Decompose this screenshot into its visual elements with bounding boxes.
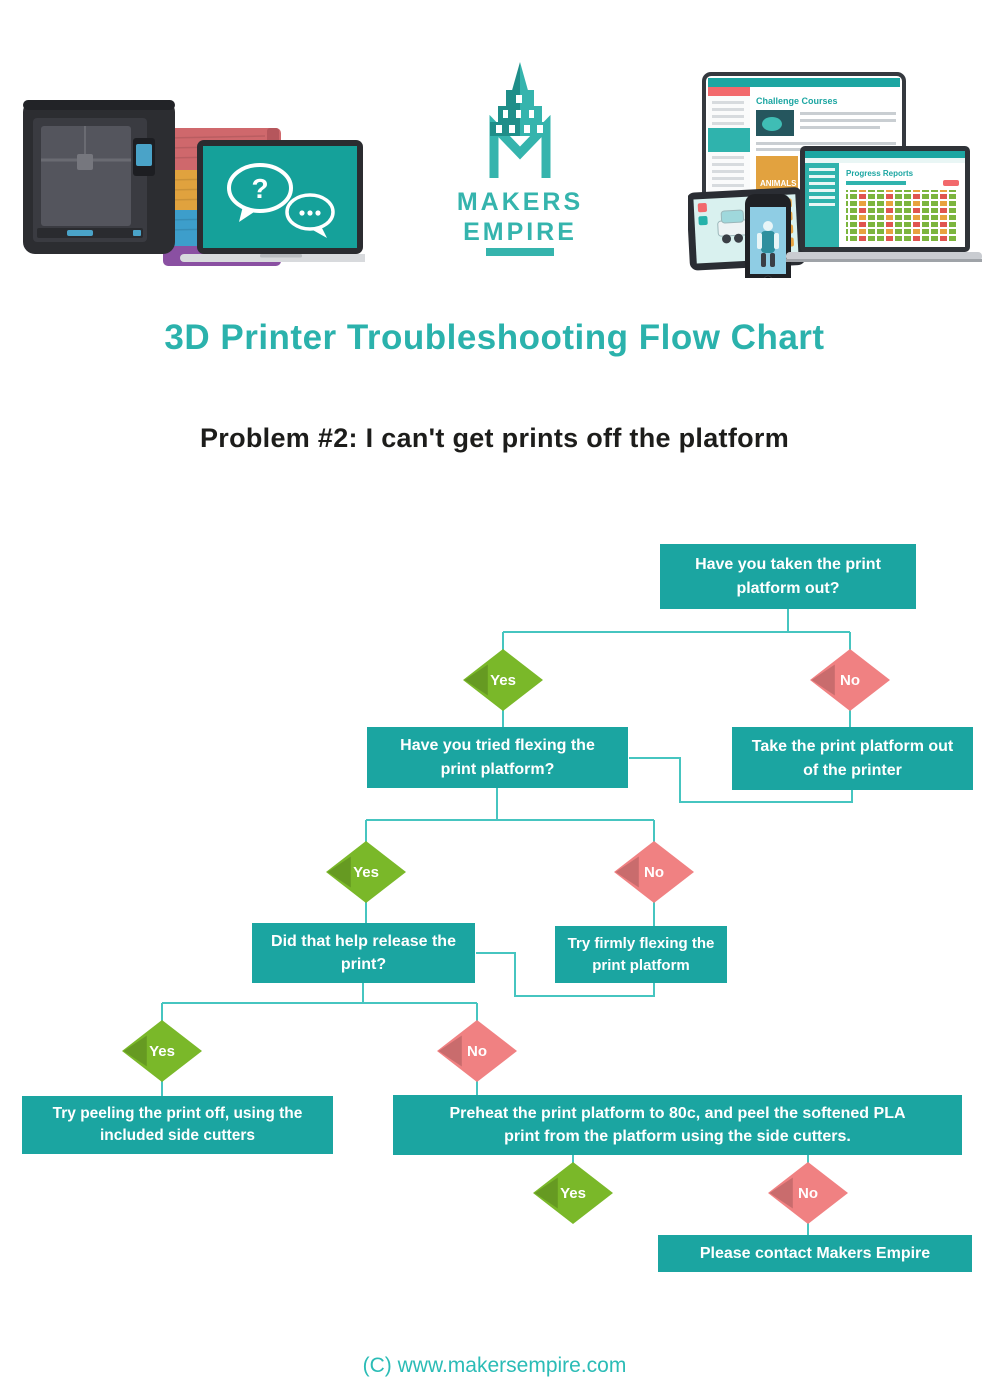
copyright-footer: (C) www.makersempire.com (362, 1354, 627, 1377)
laptop-page-heading: Progress Reports (846, 169, 914, 178)
logo-building-icon (489, 62, 551, 178)
decision-label: No (644, 863, 664, 881)
decision-label: No (798, 1184, 818, 1202)
printer-laptop-illustration: ? (23, 100, 365, 266)
decision-label: No (467, 1042, 487, 1060)
flow-box-contact-makers-empire: Please contact Makers Empire (658, 1235, 972, 1272)
page-subtitle: Problem #2: I can't get prints off the p… (199, 423, 790, 453)
printer-illustration (23, 100, 175, 254)
logo-underline-bar (486, 248, 554, 256)
page-title: 3D Printer Troubleshooting Flow Chart (164, 318, 825, 357)
flow-box-platform-out-question: Have you taken the print platform out? (660, 544, 916, 609)
report-laptop-illustration: Progress Reports (786, 146, 982, 262)
flow-box-peel-with-side-cutters: Try peeling the print off, using the inc… (22, 1096, 333, 1154)
question-mark-icon: ? (251, 173, 268, 204)
flow-box-did-that-help-question: Did that help release the print? (252, 923, 475, 983)
phone-illustration (745, 194, 791, 278)
flow-box-tried-flexing-question: Have you tried flexing the print platfor… (367, 727, 628, 788)
logo-wordmark-line2: EMPIRE (463, 218, 577, 246)
makers-empire-logo: MAKERS EMPIRE (457, 62, 583, 256)
decision-label: Yes (560, 1184, 586, 1202)
flow-box-preheat-80c: Preheat the print platform to 80c, and p… (393, 1095, 962, 1155)
flow-box-take-platform-out: Take the print platform out of the print… (732, 727, 973, 790)
devices-illustration: Challenge Courses ANIMALS Bushfire Brave (688, 72, 982, 278)
decision-label: Yes (490, 671, 516, 689)
monitor-page-heading: Challenge Courses (756, 96, 838, 106)
svg-text:ANIMALS: ANIMALS (760, 179, 797, 188)
decision-label: Yes (353, 863, 379, 881)
flow-box-firmly-flex: Try firmly flexing the print platform (555, 926, 727, 983)
chat-bubbles-icon: ? (227, 163, 335, 238)
laptop-chat-illustration: ? (180, 140, 365, 262)
logo-wordmark-line1: MAKERS (457, 188, 583, 216)
decision-label: No (840, 671, 860, 689)
decision-label: Yes (149, 1042, 175, 1060)
